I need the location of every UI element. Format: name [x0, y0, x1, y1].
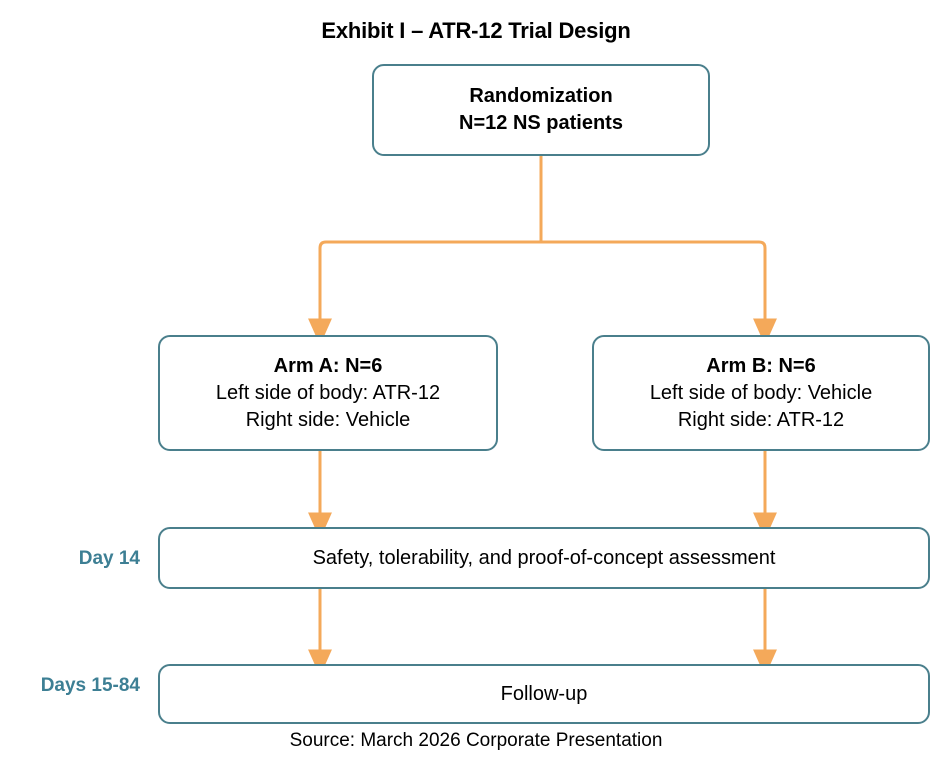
node-followup: Follow-up: [158, 664, 930, 724]
node-assessment-line-1: Safety, tolerability, and proof-of-conce…: [312, 546, 776, 569]
node-arm-a-heading: Arm A: N=6: [273, 354, 383, 377]
node-arm-b: Arm B: N=6 Left side of body: Vehicle Ri…: [592, 335, 930, 451]
node-arm-a-line-2: Right side: Vehicle: [245, 408, 411, 431]
node-randomization: Randomization N=12 NS patients: [372, 64, 710, 156]
node-assessment: Safety, tolerability, and proof-of-conce…: [158, 527, 930, 589]
node-followup-line-1: Follow-up: [500, 682, 588, 705]
node-randomization-line-2: N=12 NS patients: [459, 112, 623, 134]
stage-label-day-14: Day 14: [78, 548, 140, 569]
page-title: Exhibit I – ATR-12 Trial Design: [321, 18, 631, 43]
node-arm-a: Arm A: N=6 Left side of body: ATR-12 Rig…: [158, 335, 498, 451]
connector-split-to-arm-a: [308, 240, 541, 346]
stage-label-days-15-84: Days 15-84: [40, 675, 140, 696]
node-arm-b-line-2: Right side: ATR-12: [677, 408, 845, 431]
source-note: Source: March 2026 Corporate Presentatio…: [289, 730, 663, 751]
node-arm-b-heading: Arm B: N=6: [706, 354, 816, 377]
node-randomization-line-1: Randomization: [469, 85, 613, 107]
node-arm-b-line-1: Left side of body: Vehicle: [649, 381, 873, 404]
connector-split-to-arm-b: [541, 240, 777, 346]
node-arm-a-line-1: Left side of body: ATR-12: [215, 381, 441, 404]
